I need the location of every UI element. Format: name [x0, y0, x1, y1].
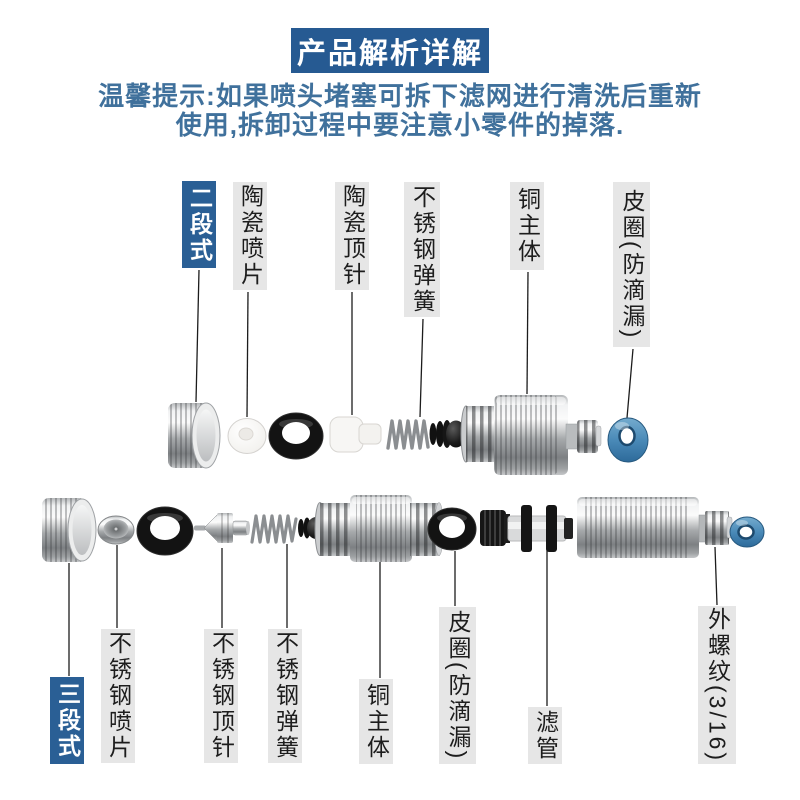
leader-line: [246, 291, 249, 418]
outer-body: [577, 497, 733, 558]
page-title: 产品解析详解: [291, 28, 489, 73]
label-stainless-spring: 不锈钢弹簧: [268, 629, 302, 763]
label-steel-nozzle-disc: 不锈钢喷片: [101, 629, 135, 763]
label-stainless-spring: 不锈钢弹簧: [404, 182, 440, 317]
tip-line-2: 使用,拆卸过程中要注意小零件的掉落.: [175, 110, 625, 140]
o-ring: [268, 412, 324, 460]
leader-lines-bottom: [68, 544, 718, 706]
label-three-stage-type: 三段式: [50, 677, 84, 764]
label-outer-thread: 外螺纹(3/16): [698, 606, 736, 764]
label-brass-body: 铜主体: [359, 679, 393, 764]
leader-line: [195, 269, 200, 403]
label-ceramic-pin: 陶瓷顶针: [335, 182, 369, 290]
label-steel-pin: 不锈钢顶针: [204, 629, 238, 763]
label-ceramic-nozzle-disc: 陶瓷喷片: [233, 182, 267, 290]
o-ring: [427, 507, 477, 551]
leader-lines-top: [195, 269, 634, 419]
steel-pin: [194, 513, 250, 543]
filter-tube: [480, 505, 573, 552]
two-stage-cap: [168, 402, 221, 469]
leader-line: [626, 348, 634, 419]
leader-line: [526, 271, 529, 395]
label-filter-tube: 滤管: [528, 707, 562, 764]
label-rubber-ring: 皮圈(防滴漏): [439, 607, 476, 764]
steel-nozzle-disc: [97, 515, 135, 545]
label-brass-body: 铜主体: [510, 182, 544, 270]
three-stage-cap: [42, 498, 97, 562]
ceramic-nozzle-disc: [227, 418, 267, 454]
label-two-stage-type: 二段式: [182, 181, 216, 268]
tip-text: 温馨提示:如果喷头堵塞可拆下滤网进行清洗后重新 使用,拆卸过程中要注意小零件的掉…: [0, 82, 800, 140]
o-ring: [136, 506, 194, 556]
rubber-ring-blue: [607, 417, 649, 463]
label-rubber-ring: 皮圈(防滴漏): [613, 182, 650, 347]
brass-body: [314, 495, 444, 562]
leader-line: [419, 318, 424, 418]
leader-line: [714, 546, 718, 606]
spring: [386, 419, 466, 450]
ceramic-pin: [329, 416, 382, 453]
rubber-ring-blue: [729, 516, 765, 548]
tip-line-1: 温馨提示:如果喷头堵塞可拆下滤网进行清洗后重新: [98, 81, 702, 111]
spring: [250, 514, 325, 544]
brass-body: [460, 395, 602, 475]
